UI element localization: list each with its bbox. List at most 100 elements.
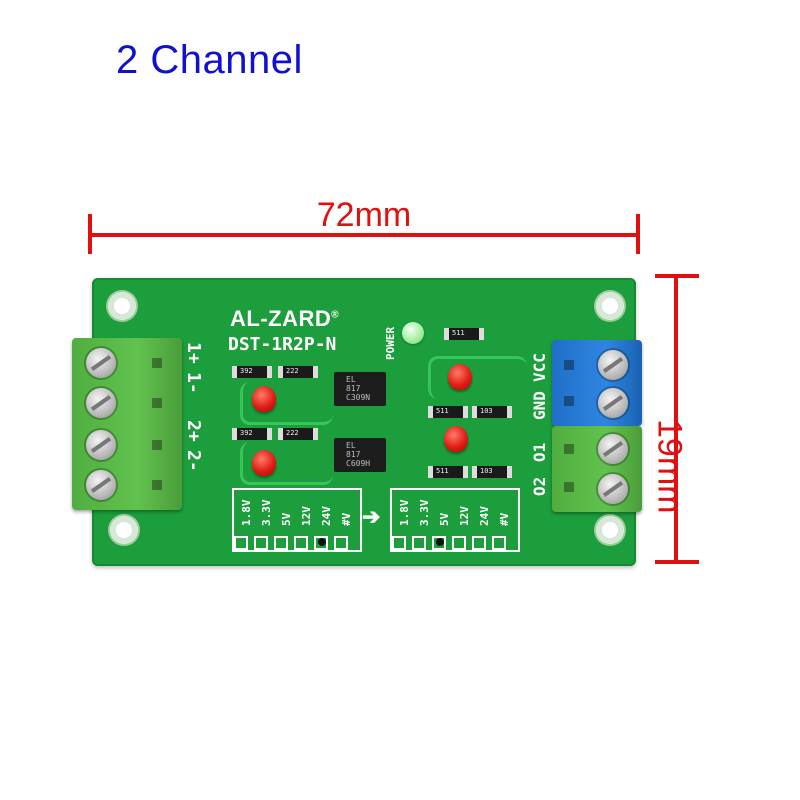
resistor-ch2-b: 222 — [278, 428, 318, 440]
led-ch1-input — [252, 386, 276, 412]
input-voltage-5v: 5V — [280, 512, 293, 526]
jumper-cell[interactable] — [492, 536, 506, 550]
optocoupler-ch1: EL 817 C309N — [334, 372, 386, 406]
mounting-hole-top-right — [596, 292, 624, 320]
input-voltage-selected-dot — [318, 538, 326, 546]
arrow-icon: ➔ — [362, 504, 381, 529]
output-voltage-1v8: 1.8V — [398, 499, 411, 527]
led-ch2-output — [444, 426, 468, 452]
input-voltage-12v: 12V — [300, 506, 313, 526]
power-terminal-block[interactable] — [552, 340, 642, 426]
screw-terminal-o2[interactable] — [598, 474, 628, 504]
jumper-cell[interactable] — [472, 536, 486, 550]
jumper-cell[interactable] — [294, 536, 308, 550]
jumper-cell[interactable] — [412, 536, 426, 550]
resistor-ch2-a: 392 — [232, 428, 272, 440]
height-dimension: 19mm — [651, 274, 699, 564]
resistor-out2-b: 103 — [472, 466, 512, 478]
pin-label-1plus: 1+ — [183, 342, 204, 364]
led-ch2-input — [252, 450, 276, 476]
trace-ch2 — [240, 442, 333, 485]
output-voltage-3v3: 3.3V — [418, 499, 431, 527]
jumper-cell[interactable] — [314, 536, 328, 550]
resistor-out1-b: 103 — [472, 406, 512, 418]
jumper-cell[interactable] — [334, 536, 348, 550]
wire-slot — [152, 440, 162, 450]
optocoupler-ch1-text: EL 817 C309N — [346, 375, 370, 402]
screw-terminal-vcc[interactable] — [598, 350, 628, 380]
brand-logo-text: AL-ZARD — [230, 306, 332, 331]
mounting-hole-bottom-left — [110, 516, 138, 544]
led-ch1-output — [448, 364, 472, 390]
input-voltage-24v: 24V — [320, 506, 333, 526]
output-voltage-selected-dot — [436, 538, 444, 546]
input-voltage-cells — [234, 536, 354, 550]
wire-slot — [564, 360, 574, 370]
resistor-ch2-b-code: 222 — [286, 429, 299, 437]
ic-ch1-line1: EL — [346, 375, 356, 384]
output-voltage-12v: 12V — [458, 506, 471, 526]
height-dimension-line — [674, 278, 678, 560]
output-terminal-block[interactable] — [552, 426, 642, 512]
resistor-out1-b-code: 103 — [480, 407, 493, 415]
pin-label-o1: O1 — [530, 442, 549, 462]
pin-label-gnd: GND — [530, 391, 549, 420]
screw-terminal-gnd[interactable] — [598, 388, 628, 418]
resistor-out2-b-code: 103 — [480, 467, 493, 475]
power-label: POWER — [384, 326, 397, 360]
screw-terminal-4[interactable] — [86, 470, 116, 500]
screw-terminal-2[interactable] — [86, 388, 116, 418]
ic-ch2-line3: C609H — [346, 459, 371, 468]
input-terminal-block[interactable] — [72, 338, 182, 510]
resistor-out2-a: 511 — [428, 466, 468, 478]
output-voltage-cells — [392, 536, 512, 550]
jumper-cell[interactable] — [392, 536, 406, 550]
width-dimension: 72mm — [88, 196, 640, 254]
registered-mark: ® — [331, 309, 340, 321]
wire-slot — [564, 396, 574, 406]
ic-ch2-line2: 817 — [346, 450, 361, 459]
ic-ch2-line1: EL — [346, 441, 356, 450]
trace-output — [428, 356, 527, 399]
resistor-ch2-a-code: 392 — [240, 429, 253, 437]
width-dimension-tick-right — [636, 214, 640, 254]
resistor-power: 511 — [444, 328, 484, 340]
resistor-ch1-b: 222 — [278, 366, 318, 378]
model-number: DST-1R2P-N — [228, 334, 337, 355]
jumper-cell[interactable] — [254, 536, 268, 550]
ic-ch1-line2: 817 — [346, 384, 361, 393]
resistor-ch1-a: 392 — [232, 366, 272, 378]
width-dimension-line — [92, 233, 636, 237]
output-voltage-custom: #V — [498, 512, 511, 526]
pin-label-1minus: 1- — [183, 372, 204, 394]
width-dimension-tick-left — [88, 214, 92, 254]
output-voltage-jumper: 1.8V 3.3V 5V 12V 24V #V — [390, 488, 520, 552]
height-dimension-label: 19mm — [650, 419, 689, 514]
jumper-cell[interactable] — [452, 536, 466, 550]
output-voltage-24v: 24V — [478, 506, 491, 526]
input-voltage-custom: #V — [340, 512, 353, 526]
pin-label-vcc: VCC — [530, 353, 549, 382]
wire-slot — [152, 398, 162, 408]
brand-logo: AL-ZARD® — [230, 306, 339, 332]
pin-label-2minus: 2- — [183, 450, 204, 472]
height-dimension-tick-top — [655, 274, 699, 278]
input-voltage-1v8: 1.8V — [240, 499, 253, 527]
ic-ch1-line3: C309N — [346, 393, 371, 402]
screw-terminal-1[interactable] — [86, 348, 116, 378]
jumper-cell[interactable] — [274, 536, 288, 550]
resistor-out1-a-code: 511 — [436, 407, 449, 415]
wire-slot — [564, 482, 574, 492]
width-dimension-label: 72mm — [316, 196, 412, 234]
screw-terminal-o1[interactable] — [598, 434, 628, 464]
resistor-out2-a-code: 511 — [436, 467, 449, 475]
mounting-hole-bottom-right — [596, 516, 624, 544]
screw-terminal-3[interactable] — [86, 430, 116, 460]
input-voltage-jumper: 1.8V 3.3V 5V 12V 24V #V — [232, 488, 362, 552]
jumper-cell[interactable] — [432, 536, 446, 550]
resistor-power-code: 511 — [452, 329, 465, 337]
jumper-cell[interactable] — [234, 536, 248, 550]
output-voltage-5v: 5V — [438, 512, 451, 526]
optocoupler-ch2-text: EL 817 C609H — [346, 441, 370, 468]
resistor-ch1-a-code: 392 — [240, 367, 253, 375]
